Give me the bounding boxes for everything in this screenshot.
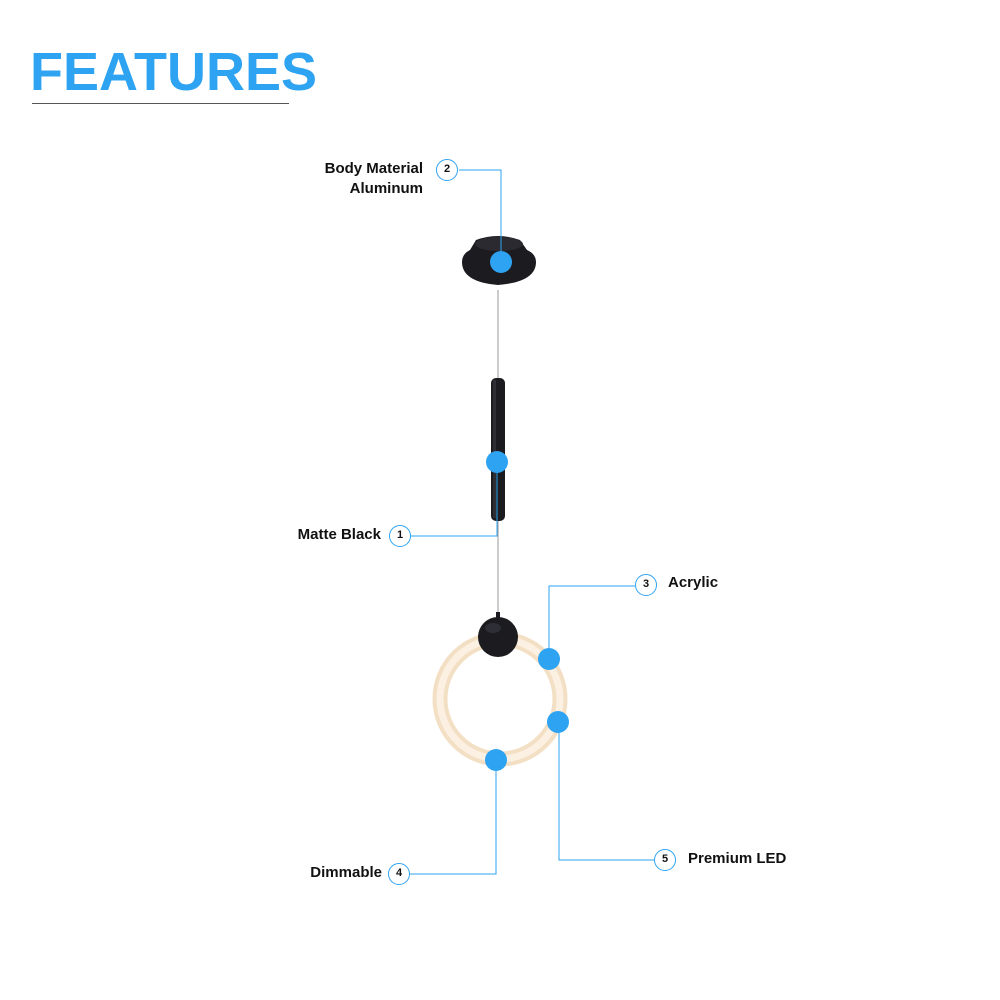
leader-line-5 [558,722,654,861]
callout-badge-2: 2 [436,159,458,181]
callout-badge-5: 5 [654,849,676,871]
marker-dot-1 [486,451,508,473]
marker-dot-5 [547,711,569,733]
leader-line-2 [459,169,502,262]
callout-label-matte-black: Matte Black [297,526,381,543]
callout-label-line1: Body Material [324,160,423,177]
marker-dot-4 [485,749,507,771]
callout-label-premium-led: Premium LED [688,850,787,867]
callout-label-acrylic: Acrylic [668,574,719,591]
callout-label-dimmable: Dimmable [310,864,382,881]
callout-badge-1: 1 [389,525,411,547]
marker-dot-3 [538,648,560,670]
marker-dot-2 [490,251,512,273]
leader-line-1 [411,462,498,537]
page-title: FEATURES [30,42,318,102]
leader-line-3 [548,585,635,659]
leader-line-4 [410,760,497,875]
sphere-connector-icon [478,617,518,657]
callout-badge-3: 3 [635,574,657,596]
callout-label-line2: Aluminum [349,180,423,197]
title-underline [32,103,289,104]
callout-label-body-material: Body Material Aluminum [280,159,423,199]
callout-badge-4: 4 [388,863,410,885]
